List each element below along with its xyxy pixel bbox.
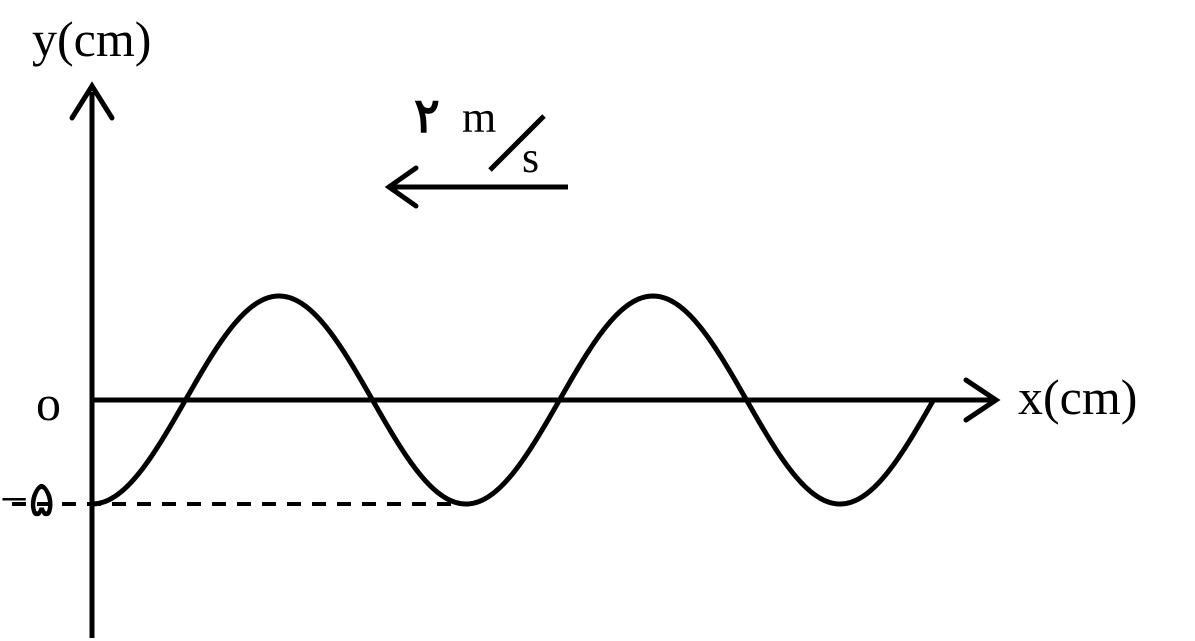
- speed-unit-denominator: s: [522, 133, 539, 182]
- speed-value-label: ۲: [414, 90, 440, 143]
- x-axis-label: x(cm): [1018, 369, 1137, 425]
- amplitude-tick-label: −۵: [0, 471, 55, 527]
- y-axis-label: y(cm): [32, 11, 151, 67]
- y-axis-arrowhead: [69, 81, 115, 121]
- velocity-arrowhead: [384, 165, 419, 209]
- speed-unit-numerator: m: [462, 93, 496, 142]
- speed-unit-fraction-slash: [488, 114, 546, 172]
- x-axis-arrowhead: [963, 377, 1001, 423]
- origin-label: o: [36, 375, 61, 431]
- wave-curve: [89, 293, 936, 507]
